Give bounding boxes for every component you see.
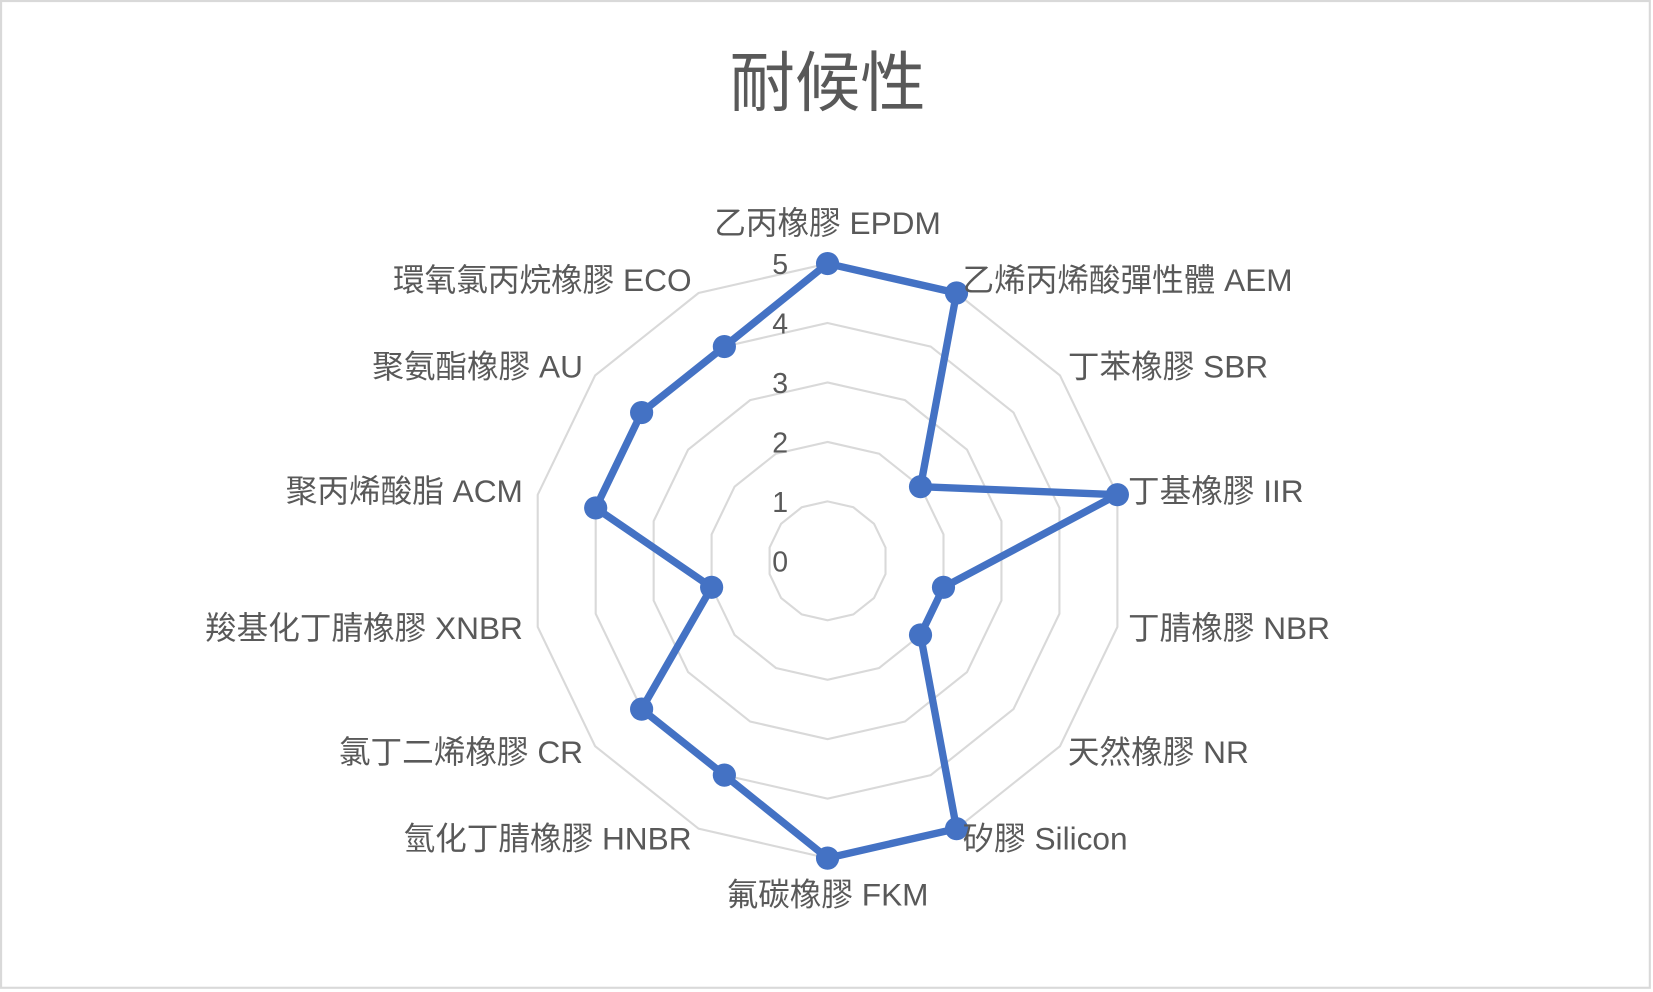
category-label: 聚氨酯橡膠 AU	[372, 348, 583, 384]
data-point	[944, 281, 969, 305]
category-label: 丁苯橡膠 SBR	[1068, 348, 1268, 384]
category-label: 氯丁二烯橡膠 CR	[339, 734, 583, 770]
data-point	[630, 400, 654, 425]
category-labels: 乙丙橡膠 EPDM 乙烯丙烯酸彈性體 AEM 丁苯橡膠 SBR 丁基橡膠 IIR 丁腈橡…	[205, 205, 1330, 913]
tick-label: 3	[772, 368, 788, 400]
tick-label: 5	[772, 249, 788, 281]
grid-ring-1	[768, 500, 887, 622]
data-point	[700, 575, 724, 599]
grid-ring-3	[652, 381, 1003, 741]
grid-ring-2	[710, 440, 945, 681]
tick-label: 2	[772, 427, 788, 459]
category-label: 氟碳橡膠 FKM	[727, 877, 929, 913]
data-point	[931, 575, 956, 599]
category-label: 聚丙烯酸脂 ACM	[286, 473, 523, 509]
category-label: 丁腈橡膠 NBR	[1128, 610, 1330, 646]
data-point	[908, 475, 933, 499]
chart-title: 耐候性	[730, 46, 926, 119]
category-label: 乙烯丙烯酸彈性體 AEM	[962, 262, 1292, 298]
data-point	[712, 334, 736, 359]
category-label: 矽膠 Silicon	[962, 821, 1127, 857]
data-point	[815, 251, 840, 276]
data-point	[584, 496, 608, 520]
category-label: 氫化丁腈橡膠 HNBR	[404, 821, 692, 857]
data-point	[944, 817, 969, 841]
data-point	[712, 763, 736, 787]
tick-label: 0	[772, 546, 788, 578]
tick-label: 1	[772, 487, 788, 519]
category-label: 丁基橡膠 IIR	[1128, 473, 1304, 509]
data-point	[908, 623, 933, 647]
category-label: 乙丙橡膠 EPDM	[714, 205, 941, 241]
category-label: 天然橡膠 NR	[1068, 734, 1249, 770]
data-point	[815, 846, 840, 870]
data-point	[630, 697, 654, 721]
data-point	[1105, 483, 1129, 507]
tick-labels: 0 1 2 3 4 5	[772, 249, 788, 578]
category-label: 羧基化丁腈橡膠 XNBR	[205, 610, 523, 646]
category-label: 環氧氯丙烷橡膠 ECO	[393, 262, 692, 298]
tick-label: 4	[772, 309, 788, 341]
series	[584, 251, 1129, 870]
